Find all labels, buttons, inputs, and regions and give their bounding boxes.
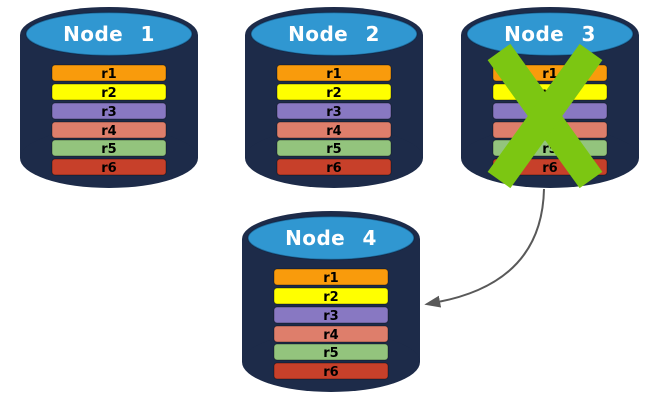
node-title: Node 4 bbox=[285, 226, 377, 250]
row-label: r4 bbox=[101, 124, 116, 139]
db-row bbox=[51, 139, 167, 157]
row-label: r5 bbox=[326, 142, 341, 157]
row-label: r2 bbox=[101, 86, 116, 101]
cylinder-top-face bbox=[250, 11, 418, 57]
db-row bbox=[273, 306, 389, 324]
db-row bbox=[51, 158, 167, 176]
db-row bbox=[276, 139, 392, 157]
row-label: r2 bbox=[323, 290, 338, 305]
row-label: r6 bbox=[101, 161, 116, 176]
node-title: Node 1 bbox=[63, 22, 155, 46]
db-row bbox=[276, 83, 392, 101]
row-label: r1 bbox=[323, 271, 338, 286]
db-row bbox=[51, 121, 167, 139]
row-label: r1 bbox=[542, 67, 557, 82]
row-label: r4 bbox=[326, 124, 341, 139]
db-row bbox=[51, 102, 167, 120]
node-4-cylinder: Node 4 r1 r2 r3 r4 r5 r6 bbox=[242, 211, 420, 392]
db-row bbox=[51, 83, 167, 101]
db-row bbox=[276, 64, 392, 82]
db-row bbox=[276, 102, 392, 120]
replica-rows: r1 r2 r3 r4 r5 r6 bbox=[51, 64, 167, 176]
row-label: r2 bbox=[326, 86, 341, 101]
failure-x-icon bbox=[487, 43, 603, 189]
row-label: r3 bbox=[101, 105, 116, 120]
row-label: r6 bbox=[323, 365, 338, 380]
db-row bbox=[276, 158, 392, 176]
row-label: r5 bbox=[101, 142, 116, 157]
row-label: r6 bbox=[326, 161, 341, 176]
db-row bbox=[273, 268, 389, 286]
replica-rows: r1 r2 r3 r4 r5 r6 bbox=[276, 64, 392, 176]
cylinder-top-face bbox=[466, 11, 634, 57]
cylinder-top-face bbox=[25, 11, 193, 57]
db-row bbox=[273, 362, 389, 380]
node-3-cylinder: Node 3 r1 r2 r3 r4 r5 r6 bbox=[461, 7, 639, 189]
row-label: r1 bbox=[326, 67, 341, 82]
cylinder-top-face bbox=[247, 215, 415, 261]
db-row bbox=[273, 325, 389, 343]
row-label: r3 bbox=[326, 105, 341, 120]
row-label: r4 bbox=[323, 328, 338, 343]
x-stroke bbox=[487, 43, 603, 189]
db-row bbox=[273, 343, 389, 361]
node-1-cylinder: Node 1 r1 r2 r3 r4 r5 r6 bbox=[20, 7, 198, 188]
db-row bbox=[273, 287, 389, 305]
replica-rows: r1 r2 r3 r4 r5 r6 bbox=[273, 268, 389, 380]
db-row bbox=[51, 64, 167, 82]
node-2-cylinder: Node 2 r1 r2 r3 r4 r5 r6 bbox=[245, 7, 423, 188]
row-label: r6 bbox=[542, 161, 557, 176]
db-row bbox=[276, 121, 392, 139]
row-label: r1 bbox=[101, 67, 116, 82]
node-title: Node 2 bbox=[288, 22, 380, 46]
failover-arrow bbox=[424, 188, 545, 308]
row-label: r3 bbox=[323, 309, 338, 324]
node-title: Node 3 bbox=[504, 22, 596, 46]
row-label: r5 bbox=[323, 346, 338, 361]
